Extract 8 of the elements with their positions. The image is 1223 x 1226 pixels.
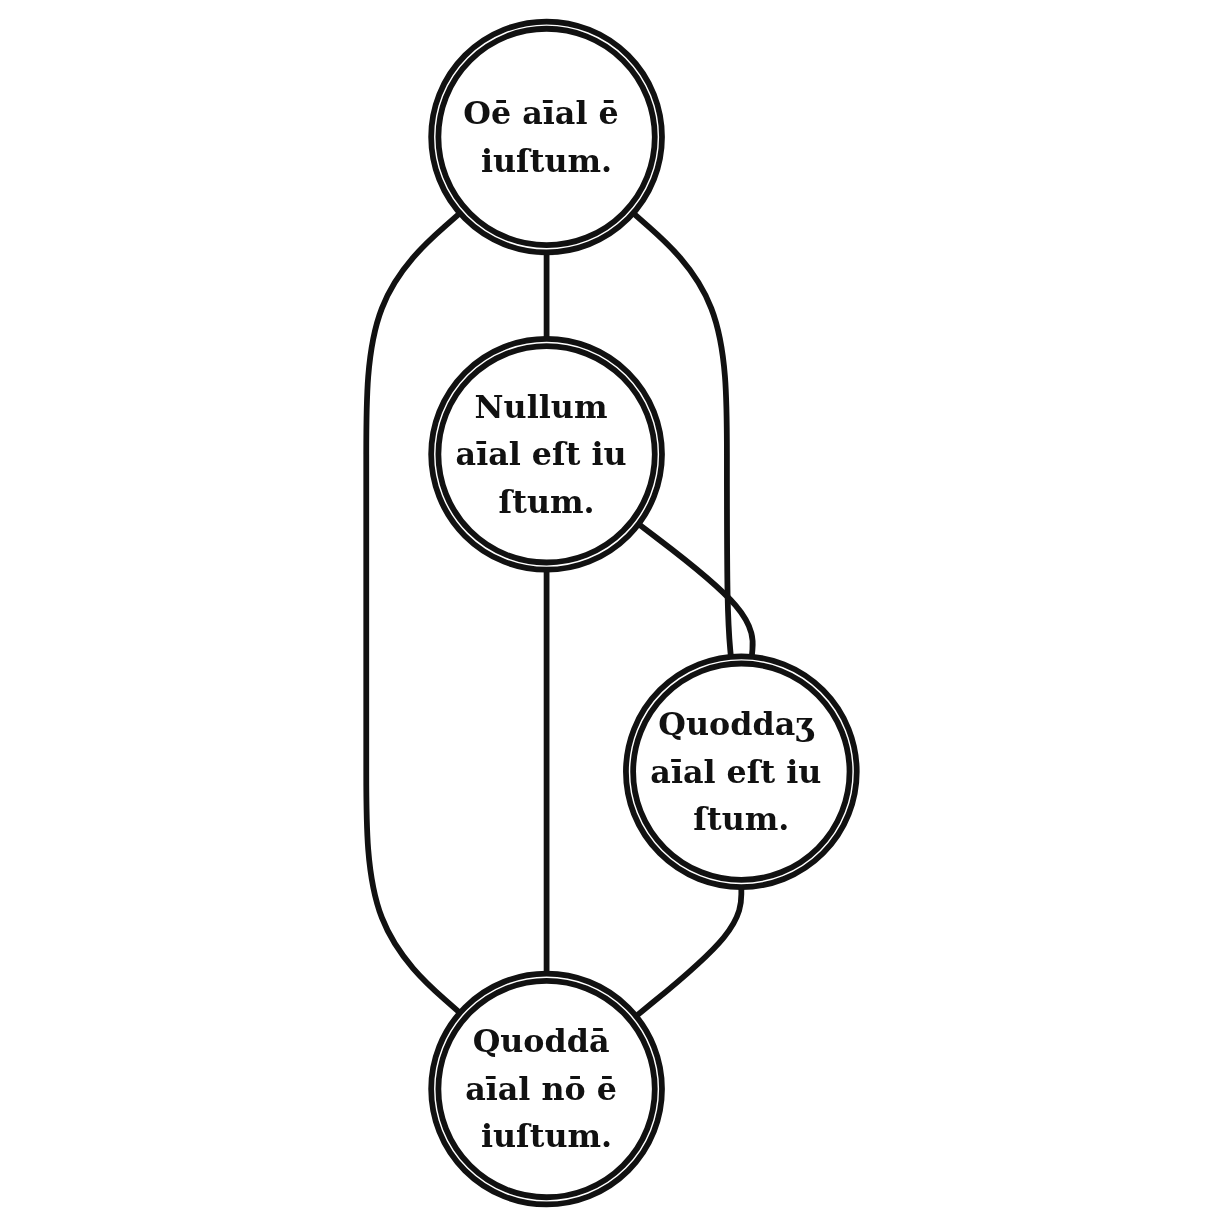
connector [631, 211, 734, 657]
node-circle: Nullum aīal eſt iu ſtum. [428, 336, 665, 573]
connector [634, 887, 745, 1019]
node-circle: Quoddā aīal nō ē iuſtum. [428, 970, 665, 1208]
connector [543, 252, 550, 339]
connector [363, 211, 462, 1015]
node-circle: Oē aīal ē iuſtum. [428, 18, 665, 256]
node-circle: Quoddaʒ aīal eſt iu ſtum. [623, 653, 860, 890]
